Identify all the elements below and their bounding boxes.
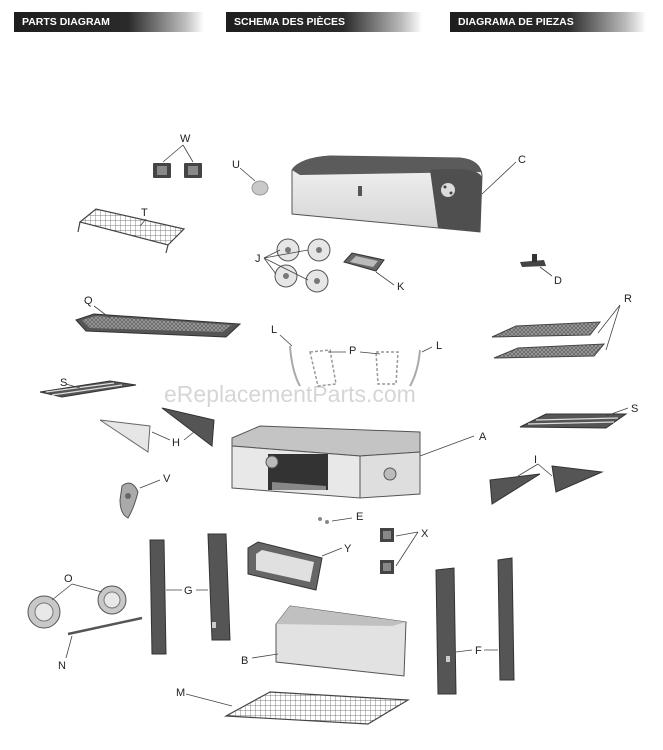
label-l-left: L bbox=[271, 324, 277, 336]
label-g: G bbox=[184, 585, 193, 597]
part-f-legs-right bbox=[435, 557, 515, 695]
part-w-brackets bbox=[153, 144, 202, 178]
part-i-side-brackets bbox=[489, 463, 604, 505]
part-j-knob-plates bbox=[263, 238, 331, 293]
part-n-axle bbox=[65, 616, 143, 659]
label-u: U bbox=[232, 159, 240, 171]
part-y-control-panel bbox=[247, 541, 343, 591]
part-m-bottom-shelf bbox=[185, 691, 410, 725]
part-u-knob bbox=[239, 167, 269, 196]
label-y: Y bbox=[344, 543, 352, 555]
label-s-right: S bbox=[631, 403, 638, 415]
label-s-left: S bbox=[60, 377, 67, 389]
label-h: H bbox=[172, 437, 180, 449]
label-f: F bbox=[475, 645, 482, 657]
label-d: D bbox=[554, 275, 562, 287]
label-t: T bbox=[141, 207, 148, 219]
part-a-grill-body bbox=[231, 425, 475, 499]
part-x-hinges bbox=[380, 528, 419, 574]
header-diagrama-de-piezas: DIAGRAMA DE PIEZAS bbox=[450, 12, 646, 32]
part-q-grease-tray bbox=[75, 305, 242, 338]
part-d-igniter bbox=[520, 254, 553, 277]
label-i: I bbox=[534, 454, 537, 466]
label-n: N bbox=[58, 660, 66, 672]
part-b-back-panel bbox=[251, 605, 407, 677]
label-k: K bbox=[397, 281, 405, 293]
part-l-burner-tubes bbox=[279, 334, 433, 387]
label-q: Q bbox=[84, 295, 93, 307]
label-m: M bbox=[176, 687, 185, 699]
part-h-side-panels bbox=[99, 407, 215, 453]
label-p: P bbox=[349, 345, 356, 357]
part-s-heat-plates-right bbox=[519, 407, 629, 429]
part-t-warming-rack bbox=[77, 208, 186, 254]
label-j: J bbox=[255, 253, 261, 265]
label-b: B bbox=[241, 655, 248, 667]
label-o: O bbox=[64, 573, 73, 585]
label-w: W bbox=[180, 133, 191, 145]
label-x: X bbox=[421, 528, 429, 540]
part-v-regulator bbox=[119, 479, 161, 519]
label-e: E bbox=[356, 511, 363, 523]
header-parts-diagram: PARTS DIAGRAM bbox=[14, 12, 204, 32]
header-schema-des-pieces: SCHEMA DES PIÈCES bbox=[226, 12, 422, 32]
part-s-heat-plates-left bbox=[39, 380, 137, 398]
label-l-right: L bbox=[436, 340, 442, 352]
part-r-cooking-grates bbox=[491, 304, 621, 359]
part-e-hardware bbox=[318, 517, 353, 524]
part-p-burner-brackets bbox=[309, 349, 399, 387]
part-o-wheels bbox=[27, 583, 127, 629]
label-a: A bbox=[479, 431, 487, 443]
label-v: V bbox=[163, 473, 171, 485]
label-c: C bbox=[518, 154, 526, 166]
part-g-legs-left bbox=[149, 533, 231, 655]
part-k-handle bbox=[343, 252, 395, 286]
part-c-lid bbox=[291, 155, 517, 233]
watermark-text: eReplacementParts.com bbox=[164, 381, 416, 407]
label-r: R bbox=[624, 293, 632, 305]
